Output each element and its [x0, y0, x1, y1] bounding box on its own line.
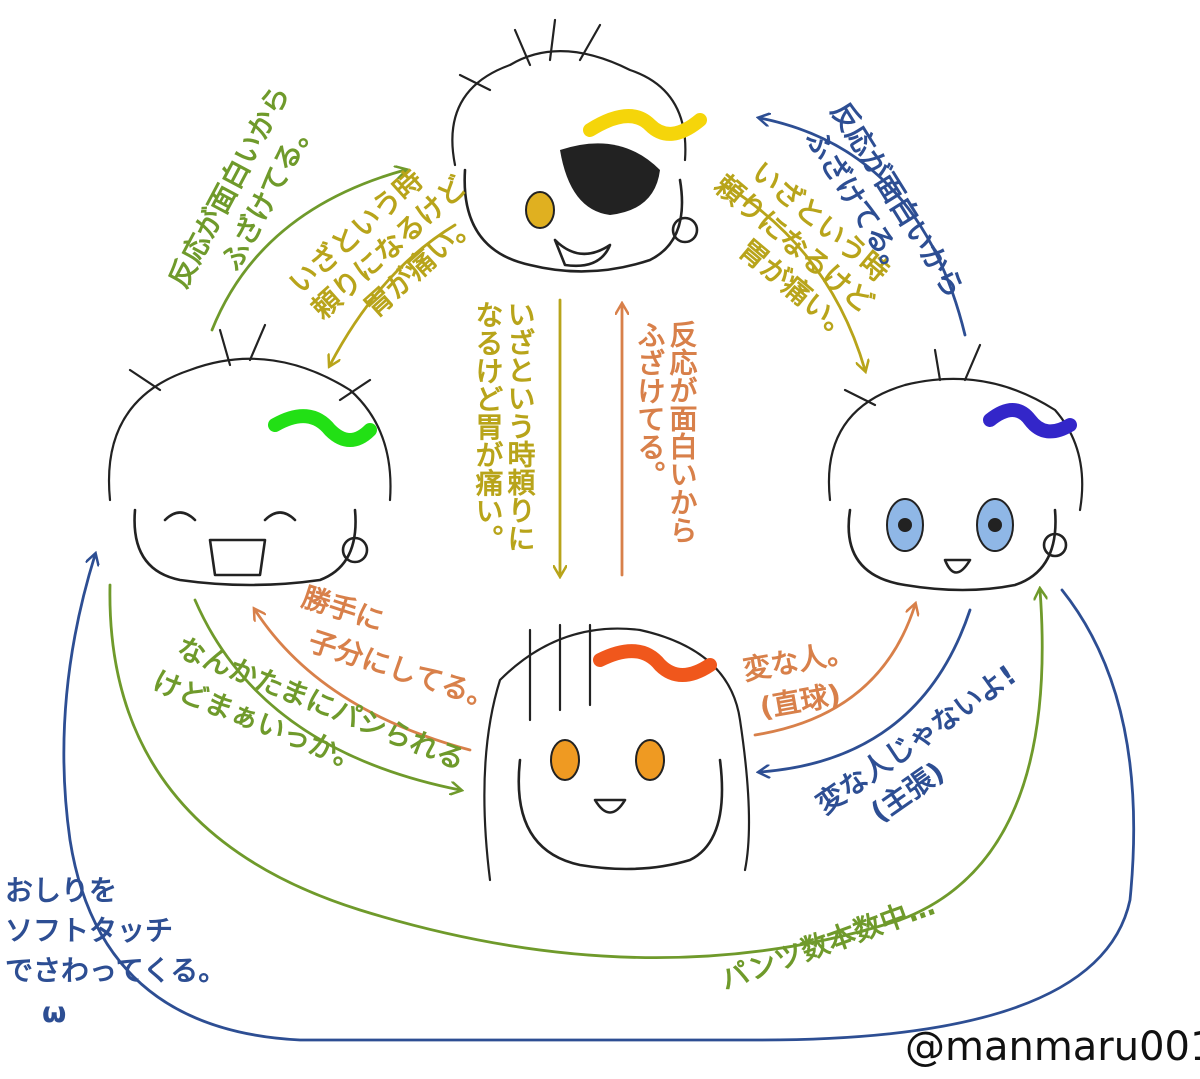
label-orange-right: 変な人。 (直球): [740, 633, 873, 726]
label-yellow-center: いざという時頼りに なるけど胃が痛い。: [472, 300, 537, 562]
character-left: [107, 323, 392, 587]
eye-bottom-2: [635, 739, 665, 781]
arrow-yellow-top-to-right: [723, 183, 865, 370]
arrow-orange-bottom-to-right: [753, 605, 915, 737]
arrow-blue-right-to-bottom: [760, 608, 972, 772]
character-bottom: [483, 623, 751, 882]
arrow-blue-right-to-left: [62, 555, 1136, 1042]
arrow-yellow-top-to-left: [330, 223, 457, 365]
label-yellow-top-left: いざという時 頼りになるけど 胃が痛い。: [283, 138, 503, 351]
label-blue-far-left: おしりを ソフトタッチ でさわってくる。 ω: [5, 874, 236, 1029]
arrow-orange-bottom-to-left: [255, 610, 472, 752]
eye-top: [525, 191, 555, 229]
label-green-bottom: パンツ数本数中…: [716, 888, 939, 996]
arrow-green-left-to-top: [210, 170, 405, 332]
eyepatch: [560, 143, 660, 216]
character-right: [827, 343, 1084, 592]
label-orange-center: 反応が面白いから ふざけてる。: [634, 320, 699, 554]
character-top: [451, 18, 707, 273]
artist-credit: @manmaru00126: [905, 1024, 1200, 1070]
arrow-blue-right-to-top: [760, 118, 967, 337]
arrow-green-bottom-to-right: [108, 583, 1042, 960]
accent-squiggle-bottom: [593, 644, 717, 682]
accent-squiggle-right: [983, 403, 1077, 439]
arrows: [62, 118, 1136, 1042]
accent-squiggle-top: [583, 109, 707, 141]
accent-squiggle-left: [268, 409, 377, 447]
arrow-green-left-to-bottom: [193, 598, 460, 790]
eye-bottom-1: [550, 739, 580, 781]
